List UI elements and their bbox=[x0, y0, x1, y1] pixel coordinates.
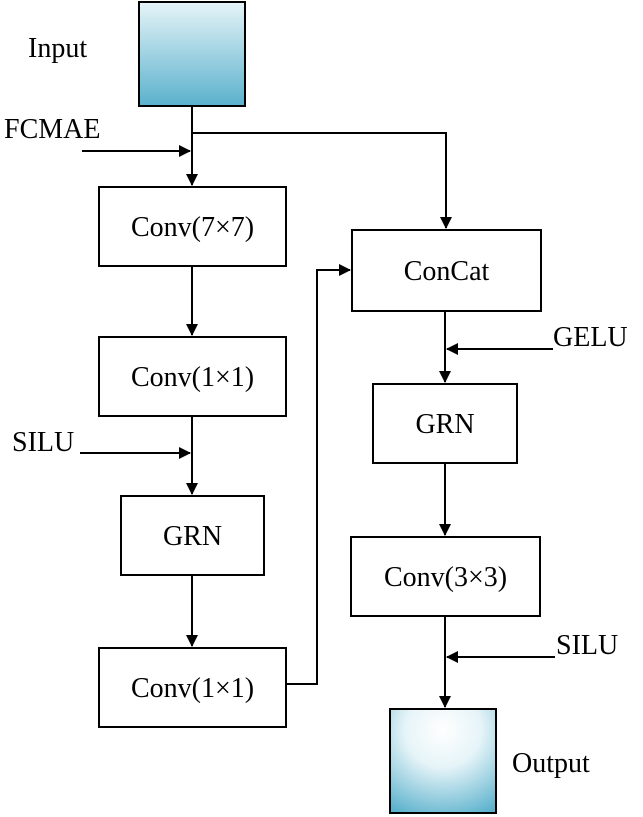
grn-block-left: GRN bbox=[120, 495, 265, 576]
output-tensor-square bbox=[389, 708, 497, 814]
conv1x1-upper-box bbox=[98, 336, 287, 417]
connectors bbox=[80, 106, 555, 708]
gelu-label: GELU bbox=[553, 322, 628, 353]
silu-left-label: SILU bbox=[12, 427, 74, 458]
silu-right-label: SILU bbox=[556, 630, 618, 661]
input-tensor: Input bbox=[28, 1, 246, 107]
conv1x1-lower-box bbox=[98, 647, 287, 728]
conv1x1-block-upper: Conv(1×1) bbox=[98, 336, 287, 417]
concat-label: ConCat bbox=[404, 256, 490, 287]
concat-block: ConCat bbox=[351, 229, 542, 312]
grn-right-box bbox=[372, 383, 518, 464]
output-tensor: Output bbox=[389, 708, 590, 814]
conv7x7-box bbox=[98, 186, 287, 267]
grn-right-label: GRN bbox=[415, 409, 474, 440]
conv7x7-block: Conv(7×7) bbox=[98, 186, 287, 267]
conv3x3-block: Conv(3×3) bbox=[350, 536, 541, 617]
input-tensor-square bbox=[138, 1, 246, 107]
conv1x1-lower-label: Conv(1×1) bbox=[131, 673, 254, 704]
output-label: Output bbox=[512, 748, 590, 779]
edge-conv1x1-to-concat bbox=[286, 264, 351, 685]
conv7x7-label: Conv(7×7) bbox=[131, 212, 254, 243]
edge-input-to-concat bbox=[192, 132, 452, 229]
grn-block-right: GRN bbox=[372, 383, 518, 464]
fcmae-label: FCMAE bbox=[4, 114, 100, 145]
conv3x3-label: Conv(3×3) bbox=[384, 562, 507, 593]
input-label: Input bbox=[28, 33, 87, 64]
conv1x1-upper-label: Conv(1×1) bbox=[131, 362, 254, 393]
grn-left-label: GRN bbox=[163, 521, 222, 552]
conv1x1-block-lower: Conv(1×1) bbox=[98, 647, 287, 728]
concat-box bbox=[351, 229, 542, 312]
grn-left-box bbox=[120, 495, 265, 576]
